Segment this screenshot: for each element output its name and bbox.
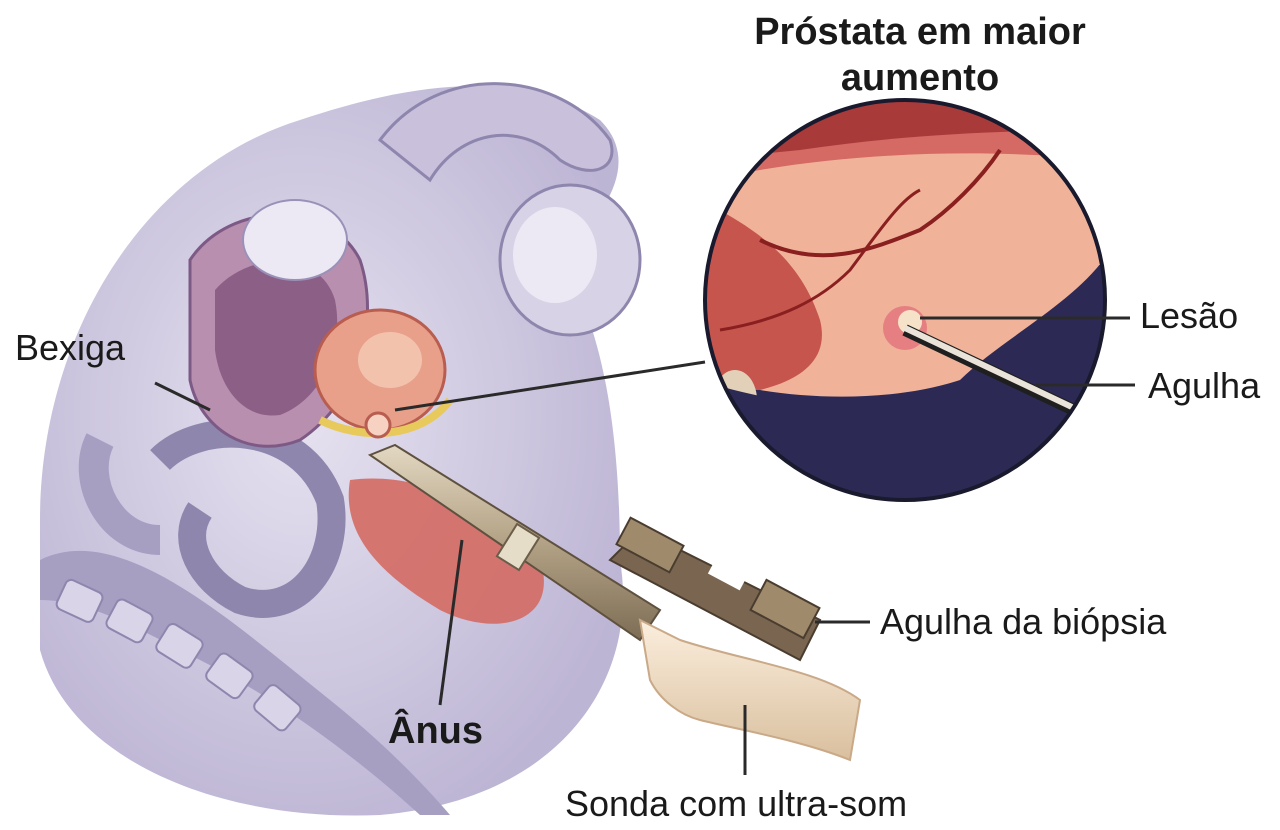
- inset-title-line1: Próstata em maior: [740, 10, 1100, 56]
- pelvis-body: [40, 84, 640, 816]
- inset-title-line2: aumento: [740, 56, 1100, 102]
- label-lesion: Lesão: [1140, 298, 1238, 334]
- label-needle: Agulha: [1148, 368, 1260, 404]
- inset-title: Próstata em maior aumento: [740, 10, 1100, 101]
- label-ultrasound-probe: Sonda com ultra-som: [565, 786, 907, 822]
- label-anus: Ânus: [388, 712, 483, 750]
- label-bladder: Bexiga: [15, 330, 125, 366]
- magnified-inset: [700, 95, 1120, 500]
- label-biopsy-needle: Agulha da biópsia: [880, 604, 1166, 640]
